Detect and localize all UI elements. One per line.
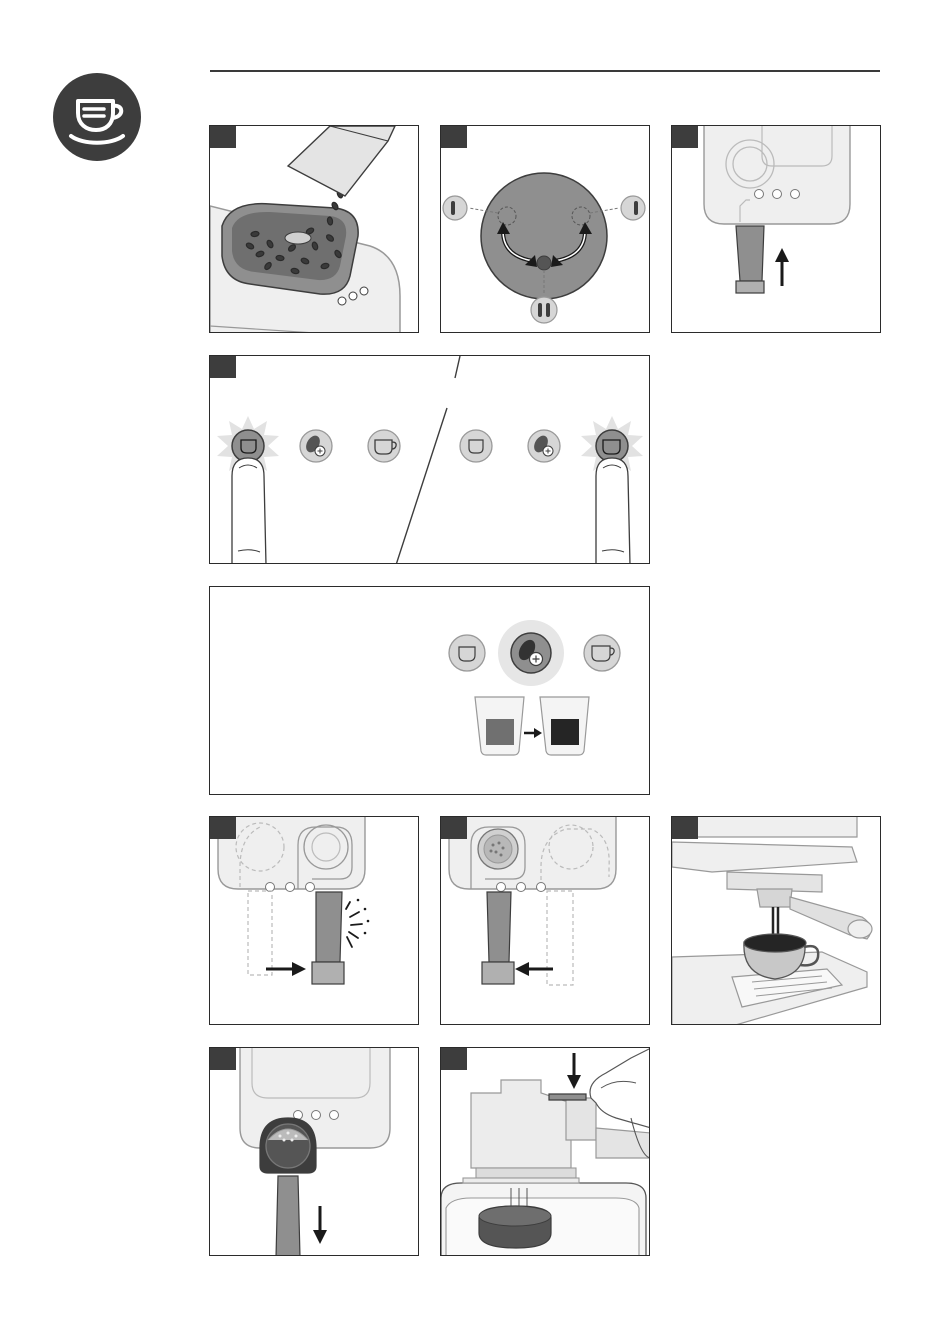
grind-dial-icon bbox=[441, 126, 650, 333]
step-marker bbox=[441, 126, 467, 148]
step-marker bbox=[210, 356, 236, 378]
strength-icon bbox=[210, 587, 650, 795]
panel-eject-puck bbox=[440, 1047, 650, 1256]
filter-holder-icon bbox=[441, 817, 650, 1025]
puck-icon bbox=[441, 1048, 650, 1256]
step-marker bbox=[441, 1048, 467, 1070]
panel-move-to-brew bbox=[209, 816, 419, 1025]
filter-holder-icon bbox=[210, 1048, 419, 1256]
espresso-cup-icon bbox=[672, 817, 881, 1025]
panel-add-beans bbox=[209, 125, 419, 333]
panel-select-cup-size bbox=[209, 355, 650, 564]
panel-strength-button bbox=[209, 586, 650, 795]
panel-insert-filter-holder bbox=[671, 125, 881, 333]
panel-move-to-grind bbox=[440, 816, 650, 1025]
panel-brew-coffee bbox=[671, 816, 881, 1025]
coffee-cup-icon bbox=[53, 73, 141, 161]
bean-hopper-icon bbox=[210, 126, 419, 333]
filter-holder-icon bbox=[210, 817, 419, 1025]
panel-remove-filter-holder bbox=[209, 1047, 419, 1256]
step-marker bbox=[210, 817, 236, 839]
panel-grind-dial bbox=[440, 125, 650, 333]
filter-holder-icon bbox=[672, 126, 881, 333]
step-marker bbox=[210, 1048, 236, 1070]
cup-buttons-icon bbox=[210, 356, 650, 564]
step-marker bbox=[672, 817, 698, 839]
header-rule bbox=[210, 70, 880, 72]
step-marker bbox=[672, 126, 698, 148]
step-marker bbox=[210, 126, 236, 148]
step-marker bbox=[441, 817, 467, 839]
